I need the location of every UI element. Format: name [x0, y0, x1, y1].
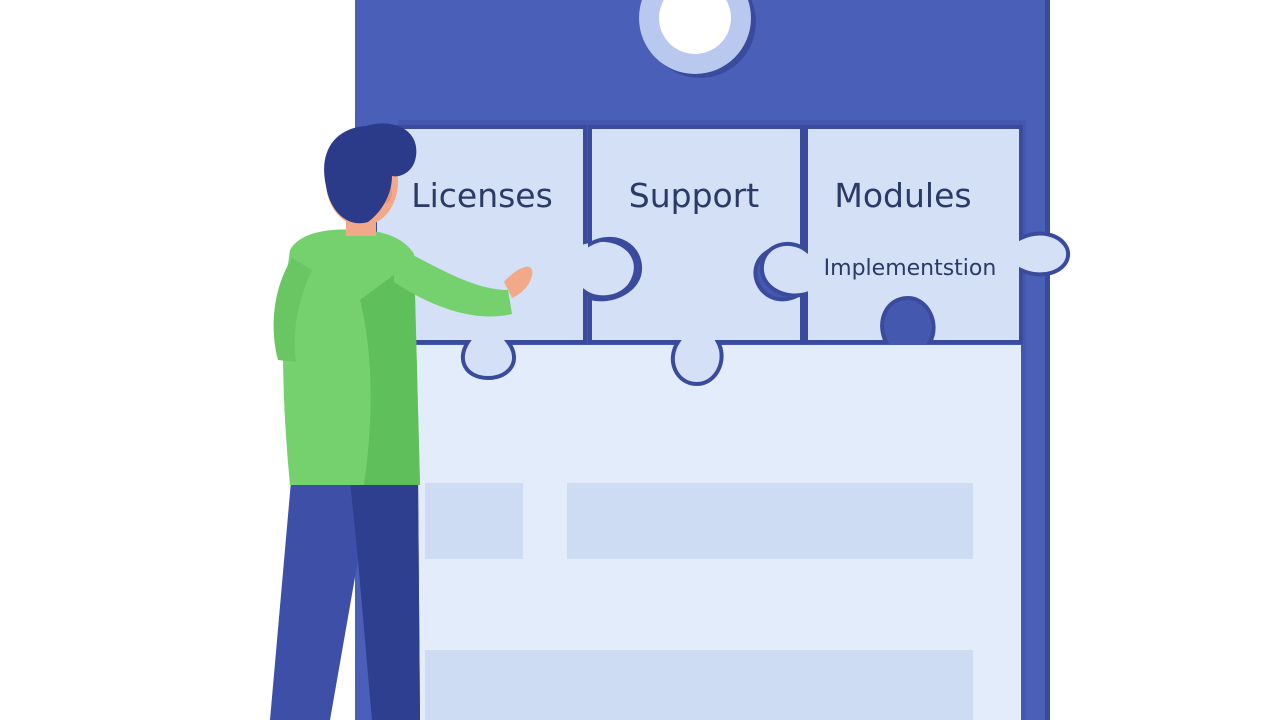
puzzle-piece-licenses: Licenses	[373, 125, 638, 381]
shirt-shadow	[360, 260, 420, 485]
puzzle-piece-support: Support	[588, 125, 804, 387]
placeholder-block-small	[425, 483, 523, 559]
placeholder-block-wide	[567, 483, 973, 559]
piece-shape	[588, 125, 804, 387]
puzzle-piece-modules: Modules Implementstion	[759, 125, 1071, 344]
lower-panel	[403, 345, 1021, 720]
piece-shape	[759, 125, 1071, 344]
right-arm	[394, 246, 512, 317]
piece-label-support: Support	[629, 176, 760, 215]
hair	[324, 123, 417, 224]
piece-shape	[373, 125, 638, 381]
puzzle-pieces: Licenses Support Modules Implementstion	[373, 125, 1071, 387]
left-arm	[273, 258, 312, 362]
ring-hole	[659, 0, 731, 54]
person-figure	[270, 123, 533, 720]
piece-label-licenses: Licenses	[411, 176, 553, 215]
pants-shadow	[350, 480, 420, 720]
hand	[504, 266, 533, 298]
piece-sublabel-implementation: Implementstion	[824, 256, 997, 281]
placeholder-block-bottom	[425, 650, 973, 720]
piece-label-modules: Modules	[834, 176, 971, 215]
